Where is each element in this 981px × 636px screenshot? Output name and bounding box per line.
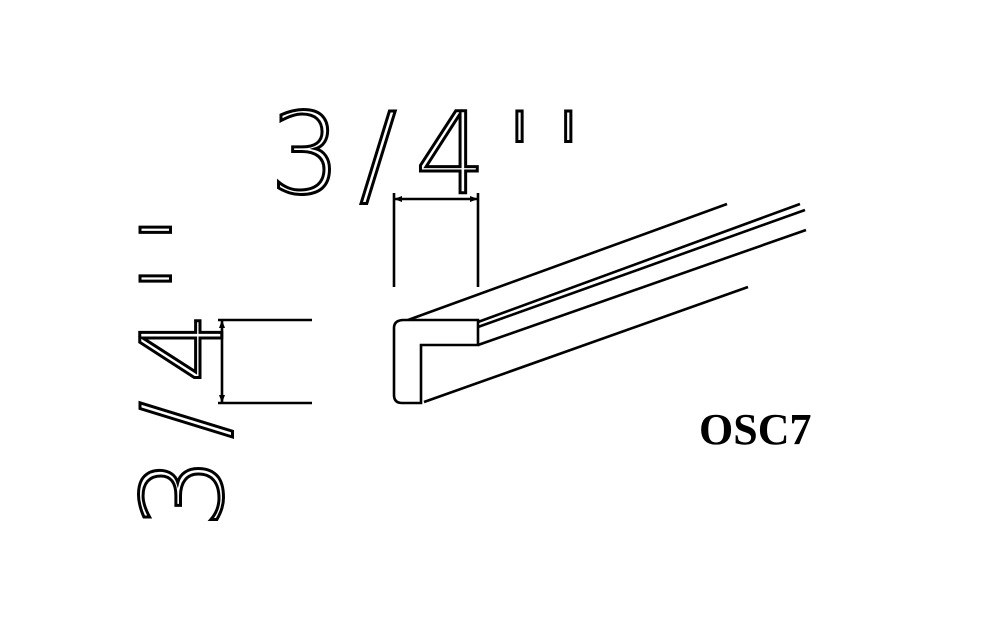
part-code: OSC7 xyxy=(699,405,811,454)
width-dimension-lines xyxy=(392,193,480,287)
molding-profile xyxy=(392,202,807,405)
width-dimension-label: 3/4'' xyxy=(270,90,602,220)
height-dimension-lines xyxy=(218,318,312,405)
height-dimension-label: 3/4'' xyxy=(119,196,249,528)
